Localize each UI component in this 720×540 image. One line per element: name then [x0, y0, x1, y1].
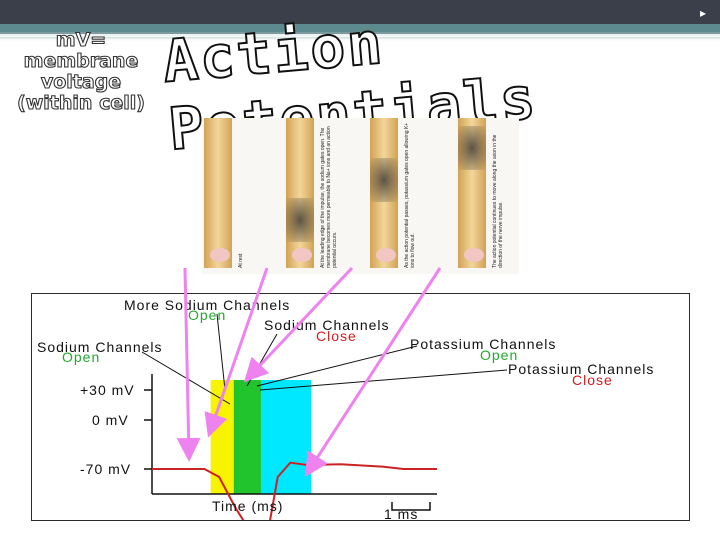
cell-body: [464, 248, 484, 262]
title-bar-fade: [0, 32, 720, 42]
action-potential-region: [286, 198, 314, 242]
stage-3-band: [260, 380, 312, 494]
y-tick-zero: 0 mV: [92, 412, 129, 428]
cell-body: [210, 248, 230, 262]
note-line-3: (within cell): [17, 92, 146, 114]
leader-more-sodium: [216, 313, 226, 391]
diagram-panel-d: The action potential continues to move a…: [458, 118, 514, 274]
title-bar-accent: [0, 24, 720, 32]
arrow-panel-c: [243, 266, 354, 383]
note-line-1: mV=: [55, 29, 107, 51]
arrow-panel-a: [176, 267, 201, 462]
action-potential-chart: More Sodium Channels Open Sodium Channel…: [31, 293, 690, 521]
axon-shape: [286, 118, 314, 268]
diagram-panel-b: At the leading edge of the impulse, the …: [286, 118, 342, 274]
label-more-sodium-channels: More Sodium Channels: [124, 297, 291, 313]
header-lines: [0, 32, 720, 39]
cell-body: [292, 248, 312, 262]
scale-bar: [391, 502, 431, 511]
label-potassium-close: Close: [572, 372, 613, 388]
note-line-2: membrane voltage: [23, 50, 139, 93]
label-potassium-channels-open: Potassium Channels: [410, 336, 557, 352]
triangle-icon: ▸: [699, 6, 706, 20]
y-tick-plus30: +30 mV: [80, 382, 135, 398]
membrane-voltage-trace: [152, 461, 437, 520]
leader-potassium-channels: [256, 345, 418, 387]
axon-shape: [204, 118, 232, 268]
label-more-sodium-open: Open: [188, 307, 227, 323]
diagram-panel-a: At rest: [204, 118, 260, 274]
action-potential-region: [370, 158, 398, 202]
label-sodium-close: Close: [316, 328, 357, 344]
leader-potassium-close: [259, 369, 508, 391]
label-potassium-channels-close: Potassium Channels: [508, 361, 655, 377]
label-potassium-open: Open: [480, 347, 519, 363]
y-tick-minus70: -70 mV: [80, 461, 132, 477]
x-axis-label: Time (ms): [212, 498, 284, 514]
stage-2-band: [233, 380, 261, 494]
axon-diagram: At rest At the leading edge of the impul…: [202, 118, 519, 274]
arrow-panel-b: [204, 267, 269, 438]
title-bar: [0, 0, 720, 28]
label-sodium-open: Open: [62, 349, 101, 365]
arrow-panel-d: [304, 267, 442, 478]
cell-body: [376, 248, 396, 262]
membrane-voltage-note: mV= membrane voltage (within cell): [6, 29, 156, 114]
diagram-panel-c: As the action potential passes, potassiu…: [370, 118, 426, 274]
label-sodium-channels-open: Sodium Channels: [37, 339, 163, 355]
scale-bar-label: 1 ms: [384, 506, 419, 522]
action-potential-region: [458, 126, 486, 170]
